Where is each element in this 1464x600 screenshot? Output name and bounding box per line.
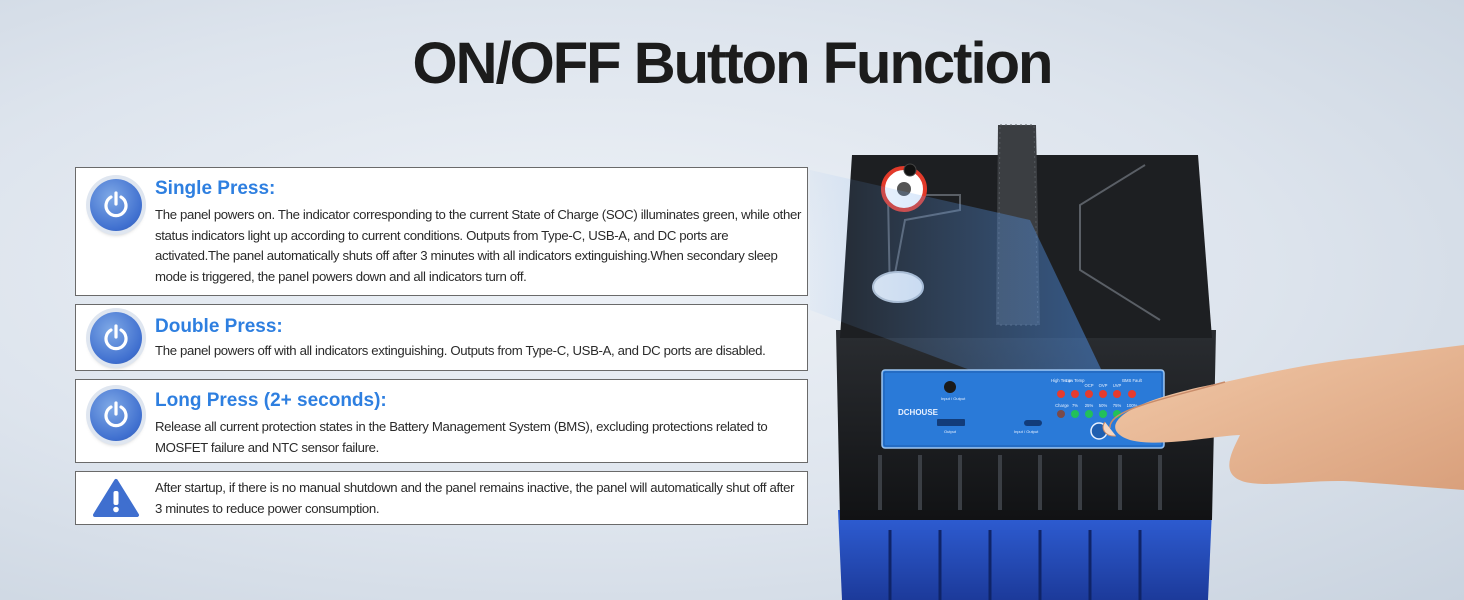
double-press-card: Double Press: The panel powers off with … bbox=[75, 304, 808, 371]
card-heading: Double Press: bbox=[155, 316, 283, 337]
auto-shutoff-note-card: After startup, if there is no manual shu… bbox=[75, 471, 808, 525]
indicator-label: Charge bbox=[1055, 403, 1069, 408]
card-body: Release all current protection states in… bbox=[155, 419, 768, 455]
indicator-label: Low Temp bbox=[1065, 378, 1085, 383]
card-heading: Long Press (2+ seconds): bbox=[155, 390, 387, 411]
device-brand: DCHOUSE bbox=[898, 408, 939, 417]
indicator-label: 7% bbox=[1072, 403, 1078, 408]
card-body: The panel powers on. The indicator corre… bbox=[155, 207, 802, 284]
indicator-label: OVP bbox=[1099, 383, 1108, 388]
indicator-label: High Temp bbox=[1051, 378, 1072, 383]
indicator-label: OCP bbox=[1084, 383, 1093, 388]
indicator-label: 100% bbox=[1127, 403, 1138, 408]
card-body: After startup, if there is no manual shu… bbox=[155, 480, 795, 516]
power-icon bbox=[90, 179, 142, 231]
indicator-label: BMS Fault bbox=[1122, 378, 1142, 383]
device-port-label: Output bbox=[944, 429, 957, 434]
warning-icon bbox=[93, 479, 139, 517]
long-press-card: Long Press (2+ seconds): Release all cur… bbox=[75, 379, 808, 463]
indicator-label: 50% bbox=[1099, 403, 1108, 408]
single-press-card: Single Press: The panel powers on. The i… bbox=[75, 167, 808, 296]
indicator-label: 75% bbox=[1113, 403, 1122, 408]
power-icon bbox=[90, 389, 142, 441]
device-port-label: Input / Output bbox=[941, 396, 966, 401]
device-port-label: Input / Output bbox=[1014, 429, 1039, 434]
power-icon bbox=[90, 312, 142, 364]
page-title: ON/OFF Button Function bbox=[412, 31, 1054, 96]
card-body: The panel powers off with all indicators… bbox=[155, 343, 766, 358]
indicator-label: 25% bbox=[1085, 403, 1094, 408]
power-station-illustration: DCHOUSE Input / Output Output Input / Ou… bbox=[810, 124, 1464, 600]
card-heading: Single Press: bbox=[155, 178, 276, 199]
indicator-label: UVP bbox=[1113, 383, 1122, 388]
